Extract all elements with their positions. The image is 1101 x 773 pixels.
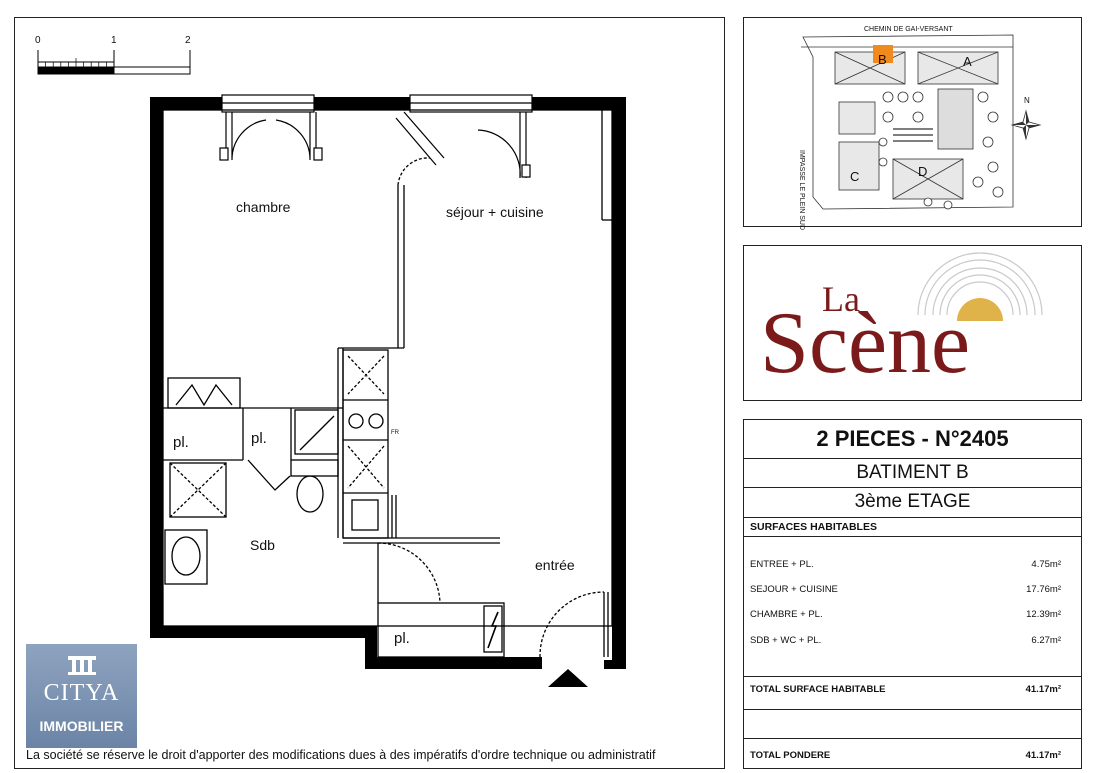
total-divider-mid — [744, 709, 1081, 710]
surface-row: SEJOUR + CUISINE 17.76m² — [750, 584, 1061, 595]
surface-value: 17.76m² — [1026, 584, 1061, 595]
entrance-marker — [548, 669, 588, 687]
column-icon — [68, 656, 96, 675]
unit-highlight — [873, 45, 893, 63]
street-label-side: IMPASSE LE PLEIN SUD — [798, 150, 805, 231]
building-row: BATIMENT B — [744, 458, 1081, 488]
floor-row: 3ème ETAGE — [744, 487, 1081, 518]
surface-row: ENTREE + PL. 4.75m² — [750, 559, 1061, 570]
scale-label-2: 2 — [185, 35, 191, 46]
total-habitable-label: TOTAL SURFACE HABITABLE — [750, 684, 886, 695]
total-pondere-row: TOTAL PONDERE 41.17m² — [750, 750, 1061, 761]
building-label-a: A — [963, 54, 972, 69]
surface-row: SDB + WC + PL. 6.27m² — [750, 635, 1061, 646]
building-label-c: C — [850, 169, 860, 184]
citya-sub: IMMOBILIER — [39, 718, 124, 734]
sunrise-arcs-icon — [917, 252, 1043, 321]
surface-value: 6.27m² — [1031, 635, 1061, 646]
outer-walls — [150, 97, 626, 669]
surface-row: CHAMBRE + PL. 12.39m² — [750, 609, 1061, 620]
logo-scene: Scène — [760, 295, 971, 392]
total-pondere-value: 41.17m² — [1025, 750, 1061, 761]
surface-label: CHAMBRE + PL. — [750, 609, 823, 620]
site-plan-drawing — [801, 34, 1042, 210]
placard-label-2: pl. — [251, 430, 267, 447]
surfaces-divider — [744, 536, 1081, 537]
scale-bar — [37, 50, 191, 75]
placard-label-3: pl. — [394, 630, 410, 647]
scale-label-1: 1 — [111, 35, 117, 46]
surface-label: ENTREE + PL. — [750, 559, 814, 570]
total-divider-bottom — [744, 738, 1081, 739]
citya-brand: CITYA — [43, 680, 120, 706]
unit-info-panel: 2 PIECES - N°2405 BATIMENT B 3ème ETAGE … — [743, 419, 1082, 769]
surface-value: 12.39m² — [1026, 609, 1061, 620]
room-label-chambre: chambre — [236, 199, 291, 215]
surfaces-header: SURFACES HABITABLES — [750, 521, 877, 533]
surface-value: 4.75m² — [1031, 559, 1061, 570]
surface-label: SDB + WC + PL. — [750, 635, 822, 646]
room-label-entree: entrée — [535, 557, 575, 573]
windows — [219, 94, 533, 179]
room-label-sdb: Sdb — [250, 537, 275, 553]
north-label: N — [1024, 96, 1030, 105]
logo-la: La — [822, 279, 860, 319]
total-habitable-row: TOTAL SURFACE HABITABLE 41.17m² — [750, 684, 1061, 695]
placard-label-1: pl. — [173, 434, 189, 451]
footnote: La société se réserve le droit d'apporte… — [26, 748, 656, 762]
unit-title: 2 PIECES - N°2405 — [744, 420, 1081, 459]
building-label-b: B — [878, 52, 887, 67]
surface-label: SEJOUR + CUISINE — [750, 584, 838, 595]
citya-logo: CITYA IMMOBILIER — [26, 644, 137, 748]
compass-icon — [1010, 109, 1042, 141]
room-label-sejour: séjour + cuisine — [446, 204, 544, 220]
la-scene-logo-panel — [743, 245, 1082, 401]
street-label-top: CHEMIN DE GAI-VERSANT — [864, 26, 953, 33]
total-divider-top — [744, 676, 1081, 677]
partitions — [162, 109, 613, 658]
scale-label-0: 0 — [35, 35, 41, 46]
building-label-d: D — [918, 164, 928, 179]
fridge-tag: FR — [391, 430, 399, 436]
total-habitable-value: 41.17m² — [1025, 684, 1061, 695]
total-pondere-label: TOTAL PONDERE — [750, 750, 831, 761]
